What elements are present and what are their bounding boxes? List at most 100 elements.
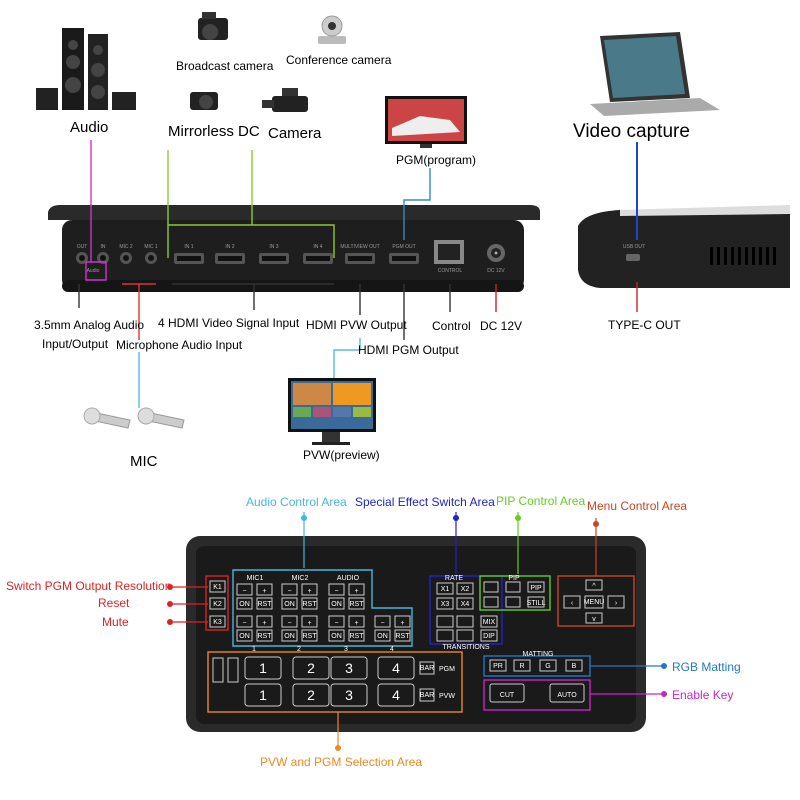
mic2-rst: RST xyxy=(303,601,318,608)
pip-header: PIP xyxy=(508,575,520,582)
transitions-label: TRANSITIONS xyxy=(442,644,489,651)
microphone-icon xyxy=(83,407,185,429)
k3-label: K3 xyxy=(213,619,222,626)
laptop-icon xyxy=(590,32,720,116)
k1-button[interactable] xyxy=(209,580,226,593)
label-analog-audio-1: 3.5mm Analog Audio xyxy=(34,318,144,332)
area-label-reset: Reset xyxy=(98,596,130,610)
mic2-minus: − xyxy=(287,588,291,595)
menu-up-icon: ^ xyxy=(592,583,596,590)
port-dc12v-label: DC 12V xyxy=(487,268,505,274)
camcorder-icon xyxy=(262,88,308,112)
auto-button[interactable] xyxy=(549,683,585,703)
label-dc-12v: DC 12V xyxy=(480,319,522,333)
port-out-label: OUT xyxy=(77,244,88,250)
pvw-bar-label: BAR xyxy=(420,692,434,699)
pip-buttons[interactable] xyxy=(483,581,545,608)
audio-row2-buttons[interactable] xyxy=(236,615,411,642)
menu-buttons[interactable] xyxy=(563,579,625,624)
k3-button[interactable] xyxy=(209,615,226,628)
pgm-bar-label: BAR xyxy=(420,665,434,672)
transition-buttons[interactable] xyxy=(436,615,498,642)
hdmi-input-bracket xyxy=(167,150,335,258)
dc-power-jack-icon xyxy=(487,244,505,262)
port-usb-out-label: USB OUT xyxy=(623,244,645,250)
area-label-pip-control: PIP Control Area xyxy=(496,494,585,508)
k2-label: K2 xyxy=(213,601,222,608)
auto-label: AUTO xyxy=(557,692,577,699)
hdmi-ports xyxy=(174,253,419,264)
rate-buttons[interactable] xyxy=(436,582,474,610)
port-multiview-label: MULTIVIEW OUT xyxy=(340,244,379,250)
port-mic2-label: MIC 2 xyxy=(119,244,133,250)
in3-minus: − xyxy=(334,620,338,627)
matting-buttons[interactable] xyxy=(489,659,583,672)
area-label-pvw-pgm-selection: PVW and PGM Selection Area xyxy=(260,755,422,769)
mic-connector-line xyxy=(122,283,156,340)
pgm-buttons[interactable] xyxy=(244,656,435,680)
pip-button-label: PIP xyxy=(530,585,542,592)
switcher-rear-view xyxy=(48,205,540,292)
pvw-1: 1 xyxy=(259,687,267,703)
mic1-on: ON xyxy=(239,601,250,608)
label-mic: MIC xyxy=(130,453,158,470)
enable-area-box xyxy=(483,679,591,711)
menu-down-icon: v xyxy=(592,616,596,623)
audio-jacks xyxy=(76,252,157,264)
menu-right-icon: › xyxy=(615,600,618,607)
transition-dip: DIP xyxy=(483,633,495,640)
mic1-plus: + xyxy=(262,588,266,595)
k2-dot xyxy=(167,601,173,607)
small-side-buttons[interactable] xyxy=(212,657,239,683)
audio-row1-buttons[interactable] xyxy=(236,583,365,610)
still-button-label: STILL xyxy=(527,600,546,607)
cut-button[interactable] xyxy=(489,683,525,703)
label-video-capture: Video capture xyxy=(573,121,690,142)
matting-g: G xyxy=(545,663,550,670)
label-hdmi-video-input: 4 HDMI Video Signal Input xyxy=(158,316,300,330)
mic2-header: MIC2 xyxy=(292,575,309,582)
k2-button[interactable] xyxy=(209,597,226,610)
rgb-area-box xyxy=(483,655,591,677)
ch4-number: 4 xyxy=(390,646,394,653)
menu-left-icon: ‹ xyxy=(571,600,574,607)
in4-plus: + xyxy=(400,620,404,627)
transition-mix: MIX xyxy=(483,619,496,626)
label-mirrorless-dc: Mirrorless DC xyxy=(168,123,260,140)
port-audio-label: Audio xyxy=(87,268,100,274)
hdmi-input-bracket-2 xyxy=(167,150,253,258)
area-label-menu-control: Menu Control Area xyxy=(587,499,687,513)
speaker-icon xyxy=(36,28,136,110)
in1-plus: + xyxy=(262,620,266,627)
rate-x1: X1 xyxy=(441,586,450,593)
ethernet-port-icon xyxy=(434,240,464,264)
area-label-switch-pgm-resolution: Switch PGM Output Resolution xyxy=(6,579,171,593)
menu-button-label: MENU xyxy=(584,599,605,606)
label-analog-audio-2: Input/Output xyxy=(42,337,109,351)
pvw-monitor-line xyxy=(333,338,361,380)
control-panel xyxy=(186,536,646,732)
audio-minus: − xyxy=(334,588,338,595)
matting-r: R xyxy=(519,663,524,670)
audio-connector-line xyxy=(85,140,107,281)
pgm-connector-line xyxy=(403,168,431,240)
label-microphone-input: Microphone Audio Input xyxy=(116,338,243,352)
matting-b: B xyxy=(572,663,577,670)
label-control: Control xyxy=(432,319,471,333)
ch1-number: 1 xyxy=(252,646,256,653)
in3-rst: RST xyxy=(350,633,365,640)
pvw-4: 4 xyxy=(392,687,400,703)
mic2-plus: + xyxy=(307,588,311,595)
vent-slots xyxy=(710,247,776,265)
label-hdmi-pvw-output: HDMI PVW Output xyxy=(306,318,407,332)
label-broadcast-camera: Broadcast camera xyxy=(176,59,274,73)
pvw-buttons[interactable] xyxy=(244,683,435,707)
in4-minus: − xyxy=(380,620,384,627)
special-area-dot xyxy=(453,515,459,521)
label-type-c-out: TYPE-C OUT xyxy=(608,318,681,332)
pip-area-dot xyxy=(515,515,521,521)
k-keys-area-box xyxy=(205,575,229,631)
mic1-header: MIC1 xyxy=(247,575,264,582)
audio-area-dot xyxy=(301,515,307,521)
menu-area-box xyxy=(557,575,635,627)
